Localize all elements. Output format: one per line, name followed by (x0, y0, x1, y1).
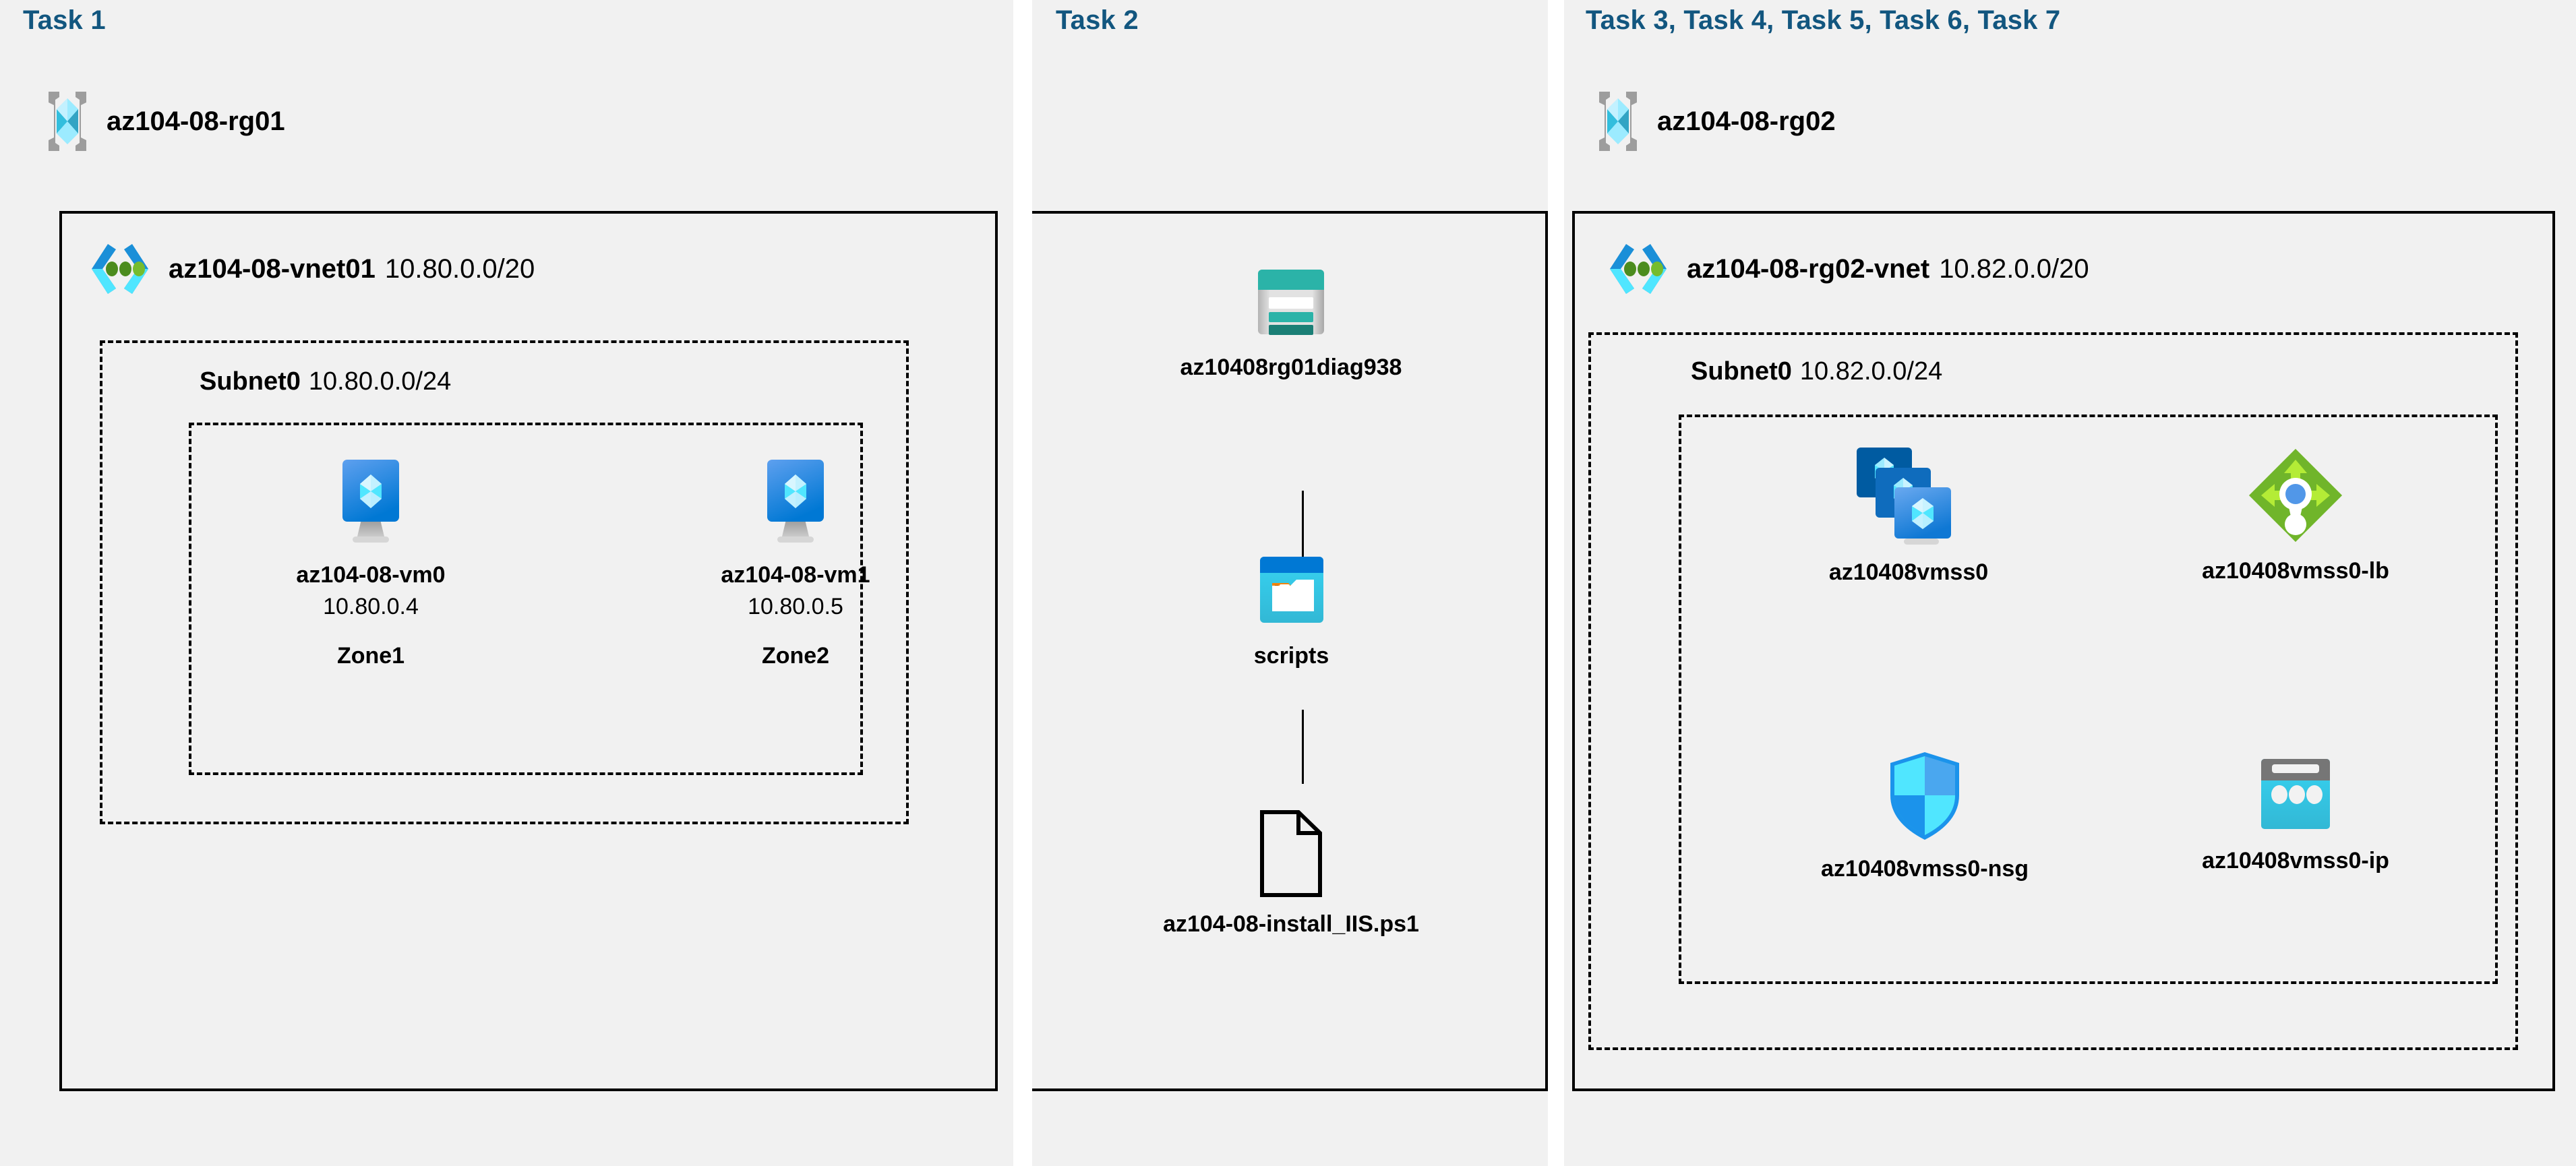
vnet-label-group: az104-08-vnet01 10.80.0.0/20 (169, 254, 535, 284)
vnet-name: az104-08-vnet01 (169, 253, 376, 284)
virtual-machine-icon (755, 456, 836, 550)
content-box-task2 (1032, 211, 1548, 1091)
panel-task1 (0, 0, 1013, 1166)
vnet-box-task1 (59, 211, 998, 1091)
load-balancer-name: az10408vmss0-lb (2202, 558, 2389, 584)
vnet-cidr: 10.80.0.0/20 (384, 253, 535, 284)
nsg-node: az10408vmss0-nsg (1780, 748, 2070, 884)
blob-container-icon (1251, 551, 1332, 631)
storage-account-node: az10408rg01diag938 (1153, 262, 1429, 382)
resource-group-az104-08-rg01: az104-08-rg01 (43, 89, 285, 154)
subnet-cidr: 10.80.0.0/24 (308, 367, 452, 396)
vmss-name: az10408vmss0 (1828, 559, 1989, 585)
virtual-network-icon (88, 240, 152, 298)
vnet-name: az104-08-rg02-vnet (1687, 253, 1930, 284)
connector-container-to-file (1302, 710, 1304, 784)
public-ip-node: az10408vmss0-ip (2157, 754, 2434, 876)
resource-group-az104-08-rg02: az104-08-rg02 (1594, 89, 1836, 154)
subnet-name: Subnet0 (200, 367, 301, 396)
blob-container-node: scripts (1202, 551, 1381, 671)
task1-title: Task 1 (23, 5, 106, 35)
vnet-az104-08-rg02-vnet: az104-08-rg02-vnet 10.82.0.0/20 (1606, 240, 2089, 298)
vm-zone: Zone1 (336, 642, 405, 669)
panel-task3to7 (1564, 0, 2576, 1166)
vm-zone: Zone2 (761, 642, 830, 669)
subnet-cidr: 10.82.0.0/24 (1799, 357, 1943, 386)
storage-account-name: az10408rg01diag938 (1180, 355, 1402, 380)
vm-node-az104-08-vm0: az104-08-vm0 10.80.0.4 Zone1 (270, 456, 472, 669)
task2-title: Task 2 (1056, 5, 1139, 35)
vm-ip: 10.80.0.5 (748, 593, 843, 619)
resource-group-icon (1594, 89, 1642, 154)
vmss-node: az10408vmss0 (1770, 445, 2047, 587)
vnet-label-group: az104-08-rg02-vnet 10.82.0.0/20 (1687, 254, 2089, 284)
vm-node-az104-08-vm1: az104-08-vm1 10.80.0.5 Zone2 (694, 456, 897, 669)
resource-group-label: az104-08-rg01 (107, 106, 285, 136)
virtual-machine-icon (330, 456, 411, 550)
task3to7-title: Task 3, Task 4, Task 5, Task 6, Task 7 (1586, 5, 2061, 35)
file-icon (1257, 809, 1325, 899)
load-balancer-node: az10408vmss0-lb (2151, 445, 2440, 586)
storage-account-icon (1251, 262, 1331, 342)
load-balancer-icon (2245, 445, 2346, 546)
connector-storage-to-container (1302, 491, 1304, 557)
vm-group-box-task1 (189, 423, 863, 775)
subnet-name: Subnet0 (1691, 357, 1792, 386)
resource-group-label: az104-08-rg02 (1657, 106, 1836, 136)
vm-name: az104-08-vm1 (721, 562, 870, 588)
subnet-box-task3 (1588, 332, 2518, 1050)
script-file-name: az104-08-install_IIS.ps1 (1163, 911, 1419, 937)
resource-group-box-task3 (1679, 415, 2498, 984)
vm-name: az104-08-vm0 (296, 562, 446, 588)
public-ip-name: az10408vmss0-ip (2202, 848, 2389, 873)
public-ip-address-icon (2254, 754, 2337, 836)
subnet-box-task1 (100, 340, 909, 824)
script-file-node: az104-08-install_IIS.ps1 (1146, 809, 1436, 939)
vm-ip: 10.80.0.4 (323, 593, 419, 619)
blob-container-name: scripts (1253, 643, 1329, 669)
virtual-network-icon (1606, 240, 1671, 298)
resource-group-icon (43, 89, 92, 154)
network-security-group-icon (1884, 748, 1966, 844)
vm-scale-set-icon (1853, 445, 1965, 547)
nsg-name: az10408vmss0-nsg (1820, 856, 2029, 882)
vnet-az104-08-vnet01: az104-08-vnet01 10.80.0.0/20 (88, 240, 535, 298)
vnet-box-task3 (1572, 211, 2555, 1091)
vnet-cidr: 10.82.0.0/20 (1939, 253, 2089, 284)
